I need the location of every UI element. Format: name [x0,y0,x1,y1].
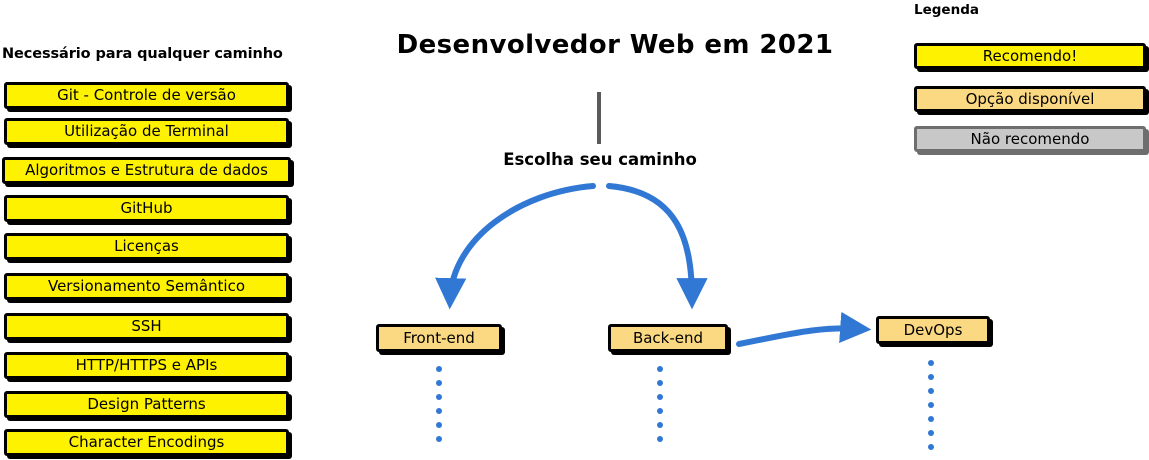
path-box-devops[interactable]: DevOps [876,316,990,344]
required-item-label: SSH [131,317,162,335]
required-item-label: Git - Controle de versão [57,86,236,104]
required-item-ssh[interactable]: SSH [4,313,289,340]
arrow-to-backend [606,183,708,310]
path-box-backend[interactable]: Back-end [608,324,728,352]
required-item-versionamento-semantico[interactable]: Versionamento Semântico [4,273,289,300]
legend-item-recommended: Recomendo! [914,43,1146,69]
required-column-heading: Necessário para qualquer caminho [2,46,283,62]
required-item-http-https-apis[interactable]: HTTP/HTTPS e APIs [4,352,289,379]
continuation-dots-frontend [436,366,442,442]
required-item-licencas[interactable]: Licenças [4,233,289,260]
path-box-frontend[interactable]: Front-end [376,324,502,352]
continuation-dots-backend [657,366,663,442]
choose-path-label: Escolha seu caminho [503,150,697,169]
required-item-label: Design Patterns [87,395,206,413]
required-item-label: HTTP/HTTPS e APIs [75,356,218,374]
root-stem-line [597,92,601,144]
path-box-label: DevOps [903,320,963,339]
path-box-label: Back-end [632,328,704,347]
page-title: Desenvolvedor Web em 2021 [396,30,834,60]
legend-item-label: Não recomendo [970,129,1090,148]
required-item-label: Versionamento Semântico [47,277,246,295]
legend-title: Legenda [914,2,979,18]
legend-item-label: Recomendo! [982,46,1078,65]
required-item-character-encodings[interactable]: Character Encodings [4,429,289,456]
required-item-label: GitHub [120,199,173,217]
path-box-label: Front-end [403,328,475,347]
required-item-label: Algoritmos e Estrutura de dados [25,161,268,179]
continuation-dots-devops [928,360,934,450]
arrow-backend-to-devops [736,311,872,347]
required-item-label: Utilização de Terminal [64,122,229,140]
required-item-design-patterns[interactable]: Design Patterns [4,391,289,418]
required-item-terminal[interactable]: Utilização de Terminal [4,118,289,145]
required-item-label: Character Encodings [68,433,225,451]
required-item-algoritmos[interactable]: Algoritmos e Estrutura de dados [2,157,291,184]
arrow-to-frontend [435,183,596,310]
required-item-github[interactable]: GitHub [4,195,289,222]
legend-item-not-recommended: Não recomendo [914,126,1146,152]
legend-item-label: Opção disponível [965,89,1095,108]
required-item-git[interactable]: Git - Controle de versão [4,82,289,109]
required-item-label: Licenças [114,237,179,255]
legend-item-optional: Opção disponível [914,86,1146,112]
